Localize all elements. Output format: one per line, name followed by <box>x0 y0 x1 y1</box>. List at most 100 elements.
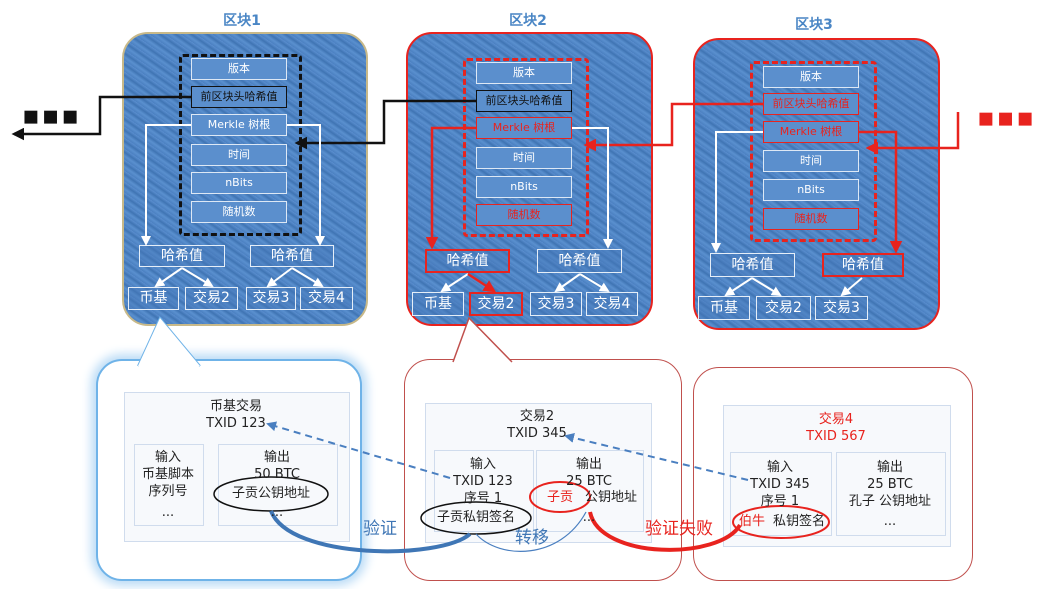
block3-field-time: 时间 <box>763 150 859 172</box>
block3-tx-3: 交易3 <box>815 296 868 320</box>
tx4-ref-arrow <box>564 433 749 481</box>
tx2-out-amount: 25 BTC <box>566 474 612 489</box>
tx4-in-txid: TXID 345 <box>750 477 810 492</box>
coinbase-in-seq: 序列号 <box>148 484 188 499</box>
tx4-input-panel <box>730 452 832 536</box>
block1-tx-4: 交易4 <box>300 287 353 310</box>
block1-tx-2: 交易2 <box>185 287 238 310</box>
left-ellipsis: ▪▪▪ <box>22 101 81 131</box>
tx4-out-label: 输出 <box>876 460 903 475</box>
block3-hash-right: 哈希值 <box>822 253 904 277</box>
block3-merkle-right <box>859 130 903 254</box>
block3-hash-to-coinbase <box>724 277 753 297</box>
coinbase-in-label: 输入 <box>154 450 181 465</box>
tx4-in-seq: 序号 1 <box>760 494 800 509</box>
tx4-out-more: ... <box>883 514 897 529</box>
block2-title: 区块2 <box>509 13 547 29</box>
tx4-in-label: 输入 <box>766 460 793 475</box>
tx2-in-label: 输入 <box>469 457 496 472</box>
tx4-output-panel <box>836 452 946 536</box>
verify-label: 验证 <box>363 519 397 539</box>
block1-hash-right: 哈希值 <box>250 245 334 267</box>
block1-field-prev-hash: 前区块头哈希值 <box>191 86 287 108</box>
tx2-owner-ellipse <box>529 481 591 513</box>
block1-hash-to-tx2 <box>181 267 214 288</box>
block2-tx-coinbase: 币基 <box>412 292 464 316</box>
right-ellipsis: ▪▪▪ <box>977 103 1036 133</box>
coinbase-out-label: 输出 <box>263 450 290 465</box>
block1-field-time: 时间 <box>191 144 287 166</box>
block3-title: 区块3 <box>795 17 833 33</box>
tx2-out-label: 输出 <box>575 457 602 472</box>
tx2-title: 交易2 <box>519 409 555 424</box>
block3-field-prev-hash: 前区块头哈希值 <box>763 93 859 115</box>
coinbase-input-panel <box>134 444 204 526</box>
block1-tx-3: 交易3 <box>246 287 296 310</box>
coinbase-in-more: ... <box>161 505 175 520</box>
block3-hash-to-tx2 <box>751 277 782 297</box>
block2-tx-3: 交易3 <box>530 292 582 316</box>
block2-hash-to-coinbase <box>440 273 469 293</box>
coinbase-out-addr: 子贡公钥地址 <box>231 486 310 501</box>
block3-hash-to-tx3 <box>840 277 863 297</box>
block2-tx-4: 交易4 <box>586 292 638 316</box>
block2-merkle-right <box>572 127 613 249</box>
block1-tx-coinbase: 币基 <box>128 287 179 310</box>
verify-curve <box>269 510 472 554</box>
coinbase-txid: TXID 123 <box>206 416 266 431</box>
verify-fail-label: 验证失败 <box>645 519 713 539</box>
tx2-out-more: ... <box>582 510 596 525</box>
block2-field-nonce: 随机数 <box>476 204 572 226</box>
block3-tx-coinbase: 币基 <box>698 296 750 320</box>
block3-field-merkle-root: Merkle 树根 <box>763 121 859 143</box>
block2-tx-2: 交易2 <box>469 292 523 316</box>
block2-hash-to-tx2 <box>467 272 497 293</box>
tx2-output-panel <box>536 450 644 532</box>
block3-field-nbits: nBits <box>763 179 859 201</box>
block2-field-time: 时间 <box>476 147 572 169</box>
block2-hash-left: 哈希值 <box>425 249 510 273</box>
coinbase-out-amount: 50 BTC <box>254 467 300 482</box>
tx4-in-sig-owner: 伯牛 <box>738 514 765 529</box>
block2-field-nbits: nBits <box>476 176 572 198</box>
tx2-input-panel <box>434 450 534 532</box>
coinbase-out-more: ... <box>270 505 284 520</box>
block1-field-nbits: nBits <box>191 172 287 194</box>
block2-hash-to-tx3 <box>554 273 581 293</box>
incoming-chain-arrow <box>865 112 960 155</box>
tx2-out-addr: 公钥地址 <box>584 490 637 505</box>
transfer-curve <box>475 511 587 552</box>
block1-hash-to-coinbase <box>154 267 183 288</box>
tx4-in-sig: 私钥签名 <box>772 514 825 529</box>
block2-prev-hash-arrow <box>294 99 476 150</box>
block1-title: 区块1 <box>223 13 261 29</box>
block2-field-merkle-root: Merkle 树根 <box>476 117 572 139</box>
block1-hash-left: 哈希值 <box>139 245 225 267</box>
verify-fail-curve <box>588 511 742 552</box>
block2-field-prev-hash: 前区块头哈希值 <box>476 90 572 112</box>
block1-merkle-right <box>287 124 325 246</box>
coinbase-in-script: 币基脚本 <box>141 467 194 482</box>
tx2-txid: TXID 345 <box>507 426 567 441</box>
tx4-title: 交易4 <box>818 412 854 427</box>
block2-merkle-left <box>425 126 476 250</box>
tx4-sig-ellipse <box>732 505 830 539</box>
tx4-out-addr: 孔子 公钥地址 <box>848 494 932 509</box>
block3-field-nonce: 随机数 <box>763 208 859 230</box>
tx4-txid: TXID 567 <box>806 429 866 444</box>
block2-field-version: 版本 <box>476 62 572 84</box>
block1-prev-hash-arrow <box>11 95 191 141</box>
tx2-callout-pointer <box>452 316 513 363</box>
block3-hash-left: 哈希值 <box>710 253 795 277</box>
tx2-ref-arrow <box>266 421 451 479</box>
block1-field-merkle-root: Merkle 树根 <box>191 114 287 136</box>
block3-field-version: 版本 <box>763 66 859 88</box>
block2-hash-to-tx4 <box>579 273 610 293</box>
block3 <box>693 38 940 330</box>
tx2-in-seq: 序号 1 <box>463 491 503 506</box>
block3-tx-2: 交易2 <box>756 296 811 320</box>
tx2-in-txid: TXID 123 <box>453 474 513 489</box>
block1-merkle-left <box>141 124 191 246</box>
block2-hash-right: 哈希值 <box>537 249 622 273</box>
